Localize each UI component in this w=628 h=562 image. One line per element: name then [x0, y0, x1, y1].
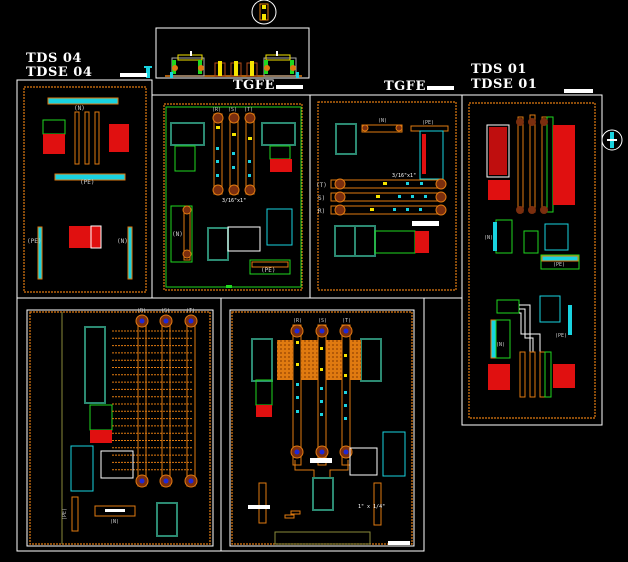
label-pe-tds01-b: (PE) [555, 333, 567, 339]
frame-bottom-left [16, 297, 222, 552]
panel-border-tgfe-a [163, 103, 303, 291]
bottom-mid-panel [248, 324, 410, 545]
frame-tds01 [461, 94, 603, 426]
title-tds04: TDS 04 [26, 51, 82, 66]
label-pe-tds04: (PE) [80, 179, 94, 186]
title-tdse01: TDSE 01 [471, 77, 538, 92]
label-pe-tds04-side: (PE) [27, 238, 41, 245]
title-tds01: TDS 01 [471, 62, 527, 77]
dim-busbar-tgfe-a: 3/16"x1" [222, 198, 246, 204]
bottom-left-panel [70, 314, 198, 537]
label-n-tds04-side: (N) [117, 238, 128, 245]
label-pe-bottom-left: (PE) [62, 508, 68, 520]
panel-border-tds01 [468, 102, 596, 419]
label-n-tds04: (N) [74, 105, 85, 112]
label-n-tgfe-b: (N) [378, 118, 387, 124]
frame-tgfe-a [151, 94, 311, 299]
label-r-tgfe-b: R) [318, 208, 325, 215]
label-s-bottom-left: (S) [161, 308, 170, 314]
dim-busbar-bottom-mid: 1" x 1/4" [358, 504, 385, 510]
label-r-bottom-left: (R) [137, 308, 146, 314]
title-tgfe-left: TGFE [233, 78, 275, 93]
label-r-bottom-mid: (R) [293, 318, 302, 324]
label-n-bottom-left: (N) [110, 519, 119, 525]
tds01-panel [486, 114, 580, 398]
label-pe-tgfe-b: (PE) [422, 120, 434, 126]
label-n-tds01-b: (N) [496, 342, 505, 348]
title-bars [120, 73, 593, 93]
tds04-panel [37, 97, 133, 280]
label-pe-tgfe-a: (PE) [261, 267, 275, 274]
label-s-bottom-mid: (S) [318, 318, 327, 324]
label-t-tgfe-b: (T) [316, 182, 327, 189]
sheet-frames [16, 27, 603, 552]
dim-busbar-tgfe-b: 3/16"x1" [392, 173, 416, 179]
tgfe-b-panel [330, 123, 449, 257]
label-s-tgfe-b: S) [318, 195, 325, 202]
title-tdse04: TDSE 04 [26, 65, 93, 80]
label-s-tgfe-a: (S) [228, 107, 237, 113]
label-n-tds01-a: (N) [484, 235, 493, 241]
label-t-tgfe-a: (T) [244, 107, 253, 113]
label-n-tgfe-a: (N) [172, 231, 183, 238]
panel-border-tgfe-b [317, 101, 457, 291]
frame-tgfe-top-view [155, 27, 310, 79]
panel-border-tds04 [23, 86, 147, 293]
tgfe-a-panel [165, 106, 302, 288]
label-r-tgfe-a: (R) [212, 107, 221, 113]
label-t-bottom-mid: (T) [342, 318, 351, 324]
earth-terminal-symbol [144, 66, 152, 78]
tgfe-elevation-view [165, 51, 302, 78]
label-pe-tds01-a: (PE) [553, 262, 565, 268]
title-tgfe-right: TGFE [384, 79, 426, 94]
detail-symbol-right [601, 129, 623, 151]
label-t-bottom-left: (T) [186, 308, 195, 314]
detail-symbol-top [251, 0, 277, 25]
panel-border-bottom-left [29, 311, 211, 545]
